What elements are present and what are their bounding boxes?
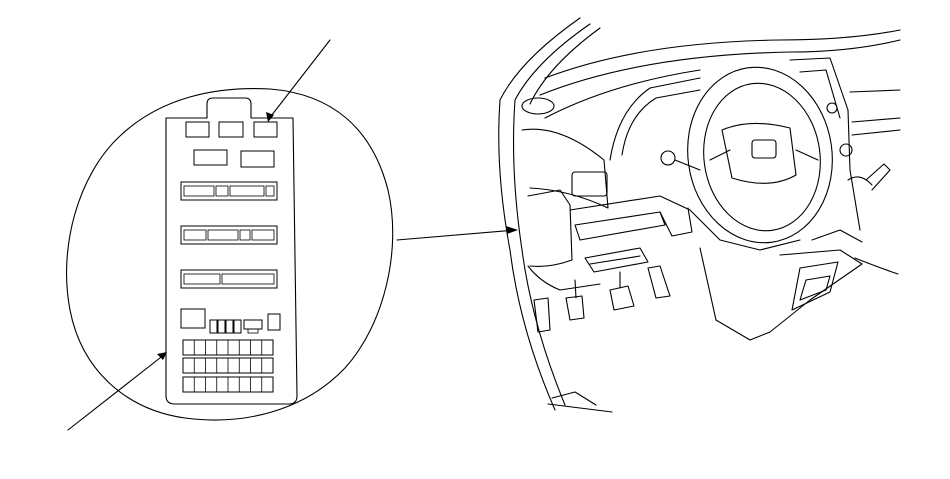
- pedal-brake: [609, 285, 635, 311]
- kick-panel-cover: [533, 297, 551, 333]
- leader-line-bottom: [67, 353, 166, 431]
- pedal-arm-1: [574, 279, 577, 299]
- side-vent: [521, 97, 555, 115]
- arrow-head-top: [266, 112, 274, 122]
- dashboard-view: [498, 17, 901, 413]
- sill-detail: [551, 391, 597, 406]
- console-side: [699, 247, 717, 321]
- center-vent: [799, 69, 841, 119]
- fuse-rows: [182, 339, 274, 393]
- left-vent: [571, 171, 608, 197]
- pedal-parking: [565, 295, 585, 321]
- magnified-view: [66, 88, 394, 421]
- steering-spoke-right: [795, 149, 819, 161]
- dash-right-line-1: [849, 89, 901, 93]
- lower-console: [715, 249, 863, 341]
- relay-6: [180, 308, 206, 329]
- knee-panel-edge: [527, 265, 601, 291]
- relay-2: [218, 121, 244, 138]
- console-panel: [791, 261, 839, 311]
- dash-right-line-2: [851, 117, 901, 123]
- center-stack-edge: [789, 57, 861, 231]
- steering-hub: [721, 122, 797, 184]
- arrow-head-dash: [506, 226, 518, 234]
- door-frame-outer: [498, 17, 581, 411]
- connector-block-3: [180, 269, 278, 289]
- fuse-panel-outline: [165, 97, 298, 405]
- fuse-row: [182, 357, 274, 374]
- connector-line-to-dash: [396, 229, 517, 241]
- arrow-head-bottom: [157, 352, 167, 360]
- console-switch: [799, 275, 831, 301]
- fuse-row: [182, 376, 274, 393]
- steering-column: [659, 207, 693, 237]
- dash-right-line-3: [851, 129, 901, 136]
- steering-spoke-left: [709, 149, 731, 161]
- leader-line-right: [854, 257, 899, 275]
- door-frame-inner: [512, 23, 591, 406]
- relay-4: [193, 149, 228, 166]
- lower-dash-line: [569, 195, 801, 251]
- shift-lever: [865, 163, 891, 191]
- small-fuse: [217, 319, 226, 334]
- dash-top-line: [539, 39, 901, 96]
- pillar-trim: [529, 27, 601, 105]
- small-fuse: [225, 319, 234, 334]
- wiper-stalk-knob: [660, 150, 676, 166]
- left-lower-panel: [527, 189, 573, 267]
- fuse-panel: [165, 97, 298, 405]
- hood-release-recess: [584, 247, 649, 273]
- magnify-circle: [66, 88, 394, 421]
- connector-block-2: [180, 225, 278, 245]
- relay-8-tab: [247, 328, 259, 334]
- relay-8: [243, 319, 263, 330]
- relay-1: [185, 121, 210, 138]
- steering-wheel-inner: [703, 82, 821, 232]
- small-fuse: [233, 319, 242, 334]
- console-top: [811, 229, 863, 243]
- relay-7: [267, 313, 281, 331]
- cluster-hood: [609, 77, 701, 161]
- leader-line-top: [267, 39, 331, 121]
- dash-trim-strip: [574, 211, 666, 241]
- sill-line: [547, 403, 613, 413]
- relay-5: [240, 150, 275, 168]
- fuse-row: [182, 339, 274, 356]
- leader-lines: [67, 39, 899, 431]
- windshield-edge: [544, 29, 901, 79]
- horn-badge: [751, 139, 777, 159]
- wiper-stalk: [674, 159, 701, 171]
- steering-wheel-rim: [687, 66, 833, 244]
- shifter-base: [847, 176, 873, 186]
- center-knob-2: [839, 143, 853, 157]
- pedal-accelerator: [647, 265, 671, 299]
- relay-3: [253, 121, 278, 138]
- dash-top-inner: [544, 69, 701, 119]
- small-fuse-group: [209, 319, 242, 334]
- small-fuse: [209, 319, 218, 334]
- hood-release-lever: [589, 255, 641, 265]
- center-knob-1: [826, 102, 838, 114]
- connector-block-1: [180, 181, 278, 201]
- cluster-face: [621, 89, 701, 156]
